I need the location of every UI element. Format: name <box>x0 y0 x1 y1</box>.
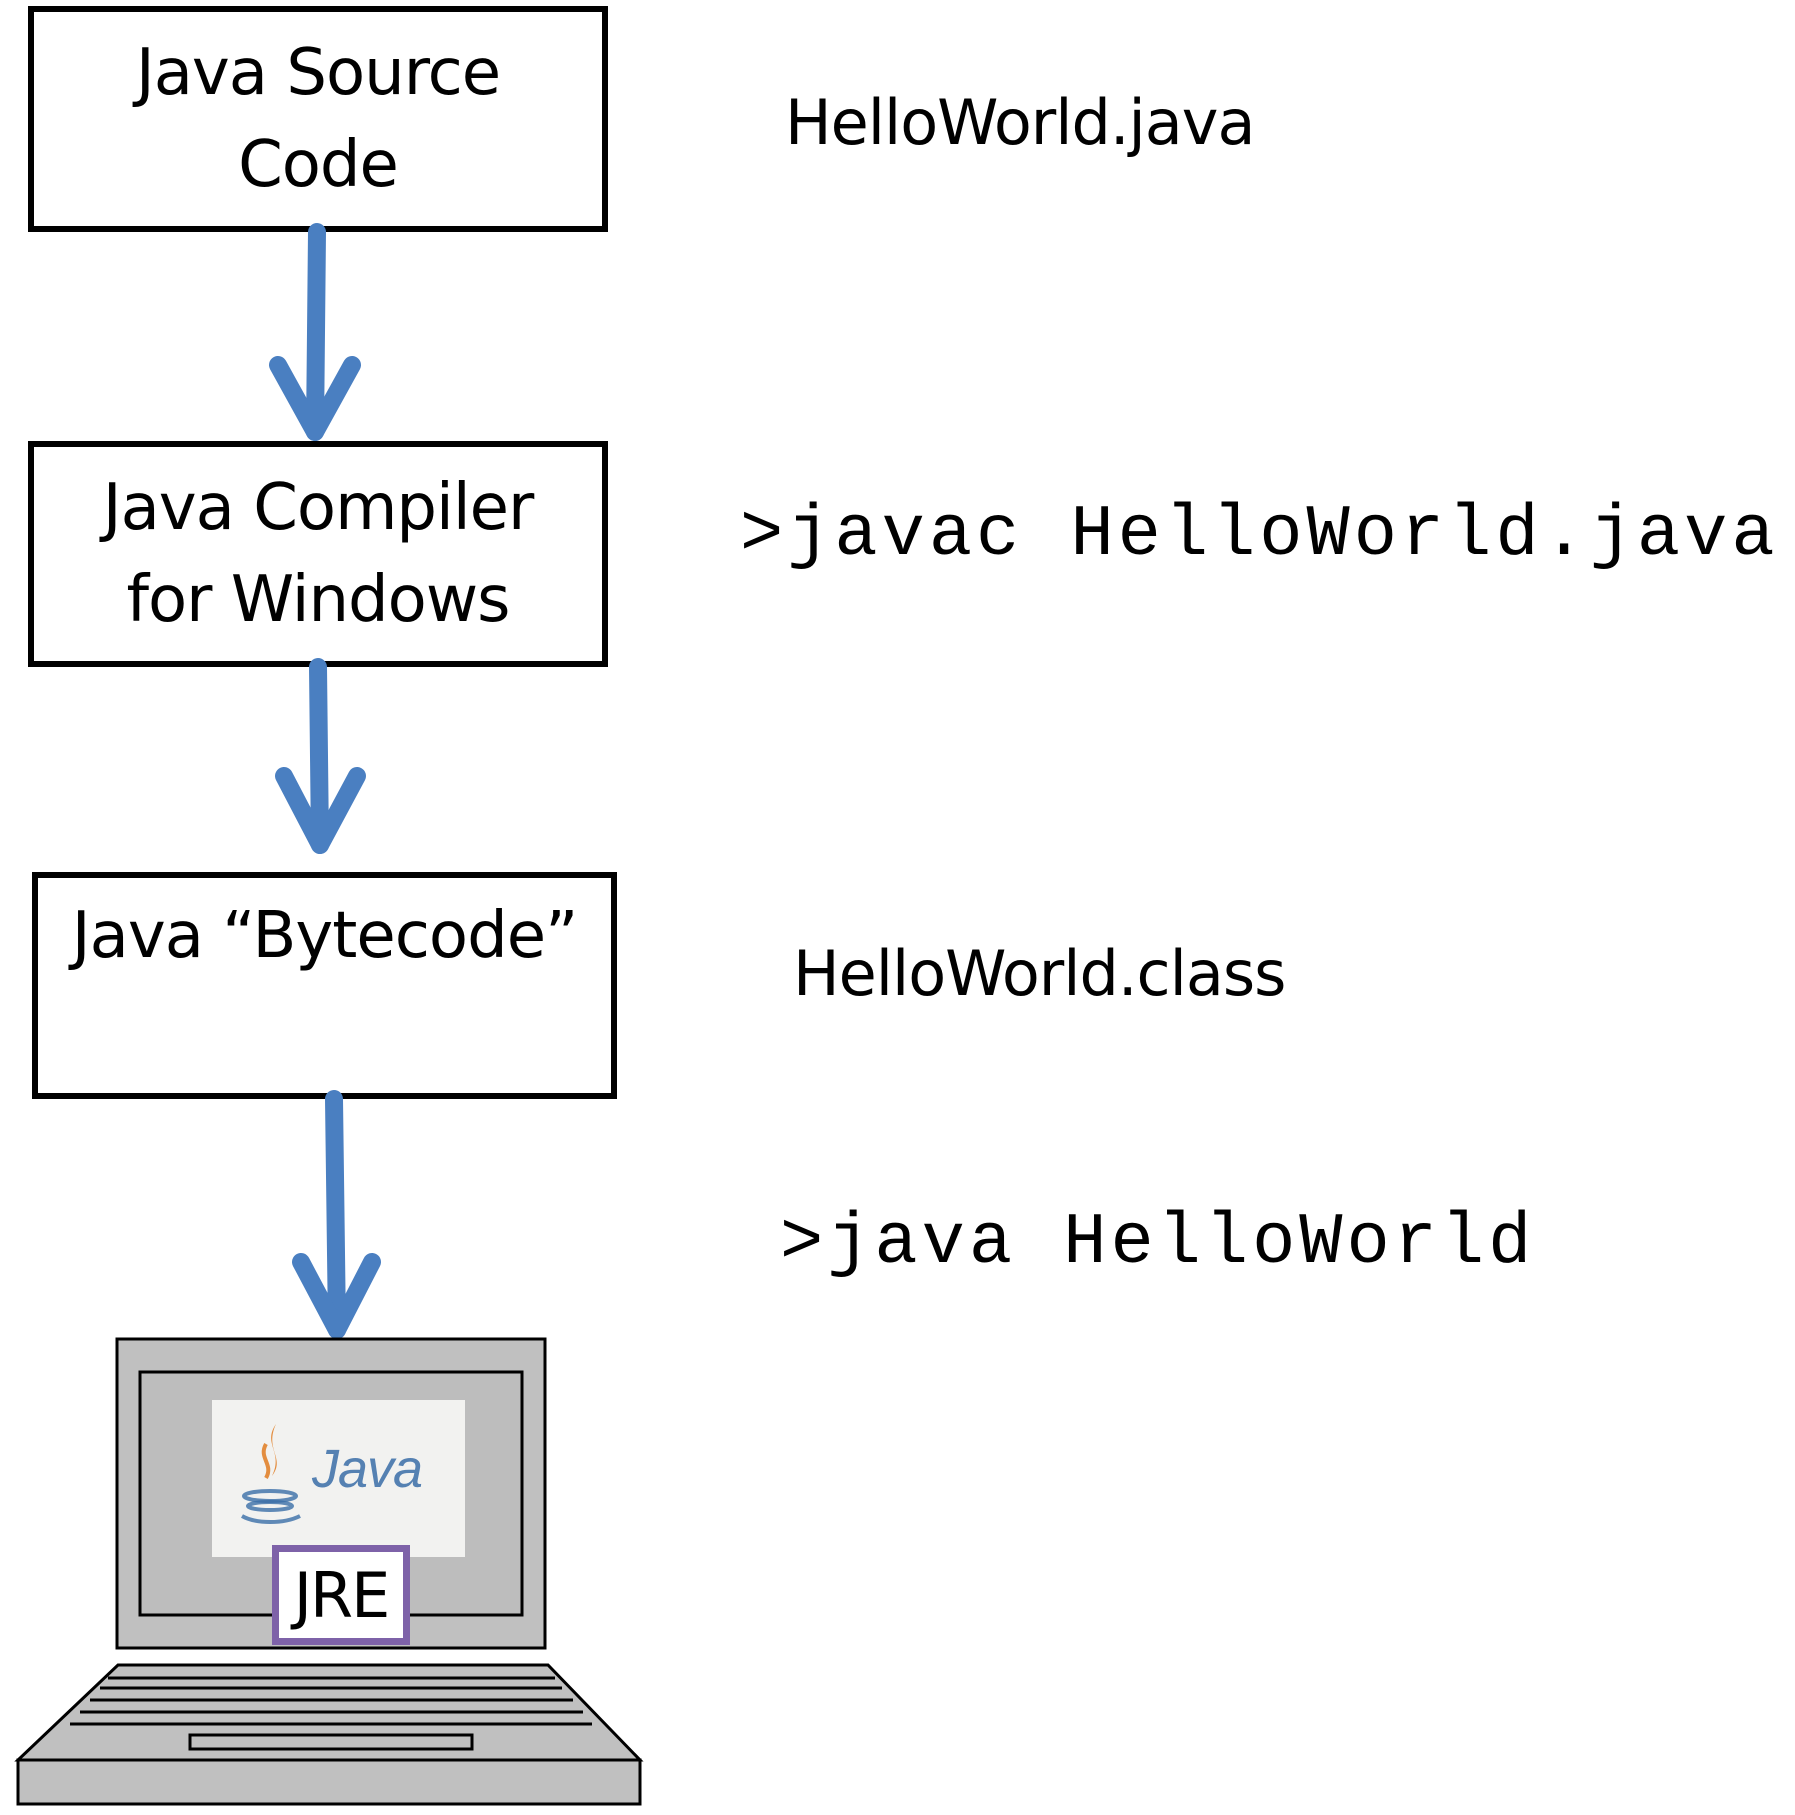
source-code-box: Java Source Code <box>28 6 608 232</box>
jre-label: JRE <box>293 1558 391 1632</box>
jre-label-box: JRE <box>272 1545 410 1645</box>
bytecode-box: Java “Bytecode” <box>32 872 617 1099</box>
compiler-box-line2: for Windows <box>126 563 510 637</box>
compiler-box-line1: Java Compiler <box>102 471 535 545</box>
compile-command-label: >javac HelloWorld.java <box>740 494 1779 576</box>
bytecode-box-label: Java “Bytecode” <box>71 899 578 973</box>
source-code-box-line2: Code <box>238 128 399 202</box>
java-cup-icon <box>241 1424 301 1524</box>
run-command-label: >java HelloWorld <box>780 1202 1536 1284</box>
class-file-label: HelloWorld.class <box>793 937 1286 1010</box>
compiler-box: Java Compiler for Windows <box>28 441 608 667</box>
source-file-label: HelloWorld.java <box>785 86 1255 159</box>
source-code-box-line1: Java Source <box>135 36 501 110</box>
java-logo-text: Java <box>312 1439 423 1499</box>
java-logo-icon: Java <box>212 1400 465 1557</box>
